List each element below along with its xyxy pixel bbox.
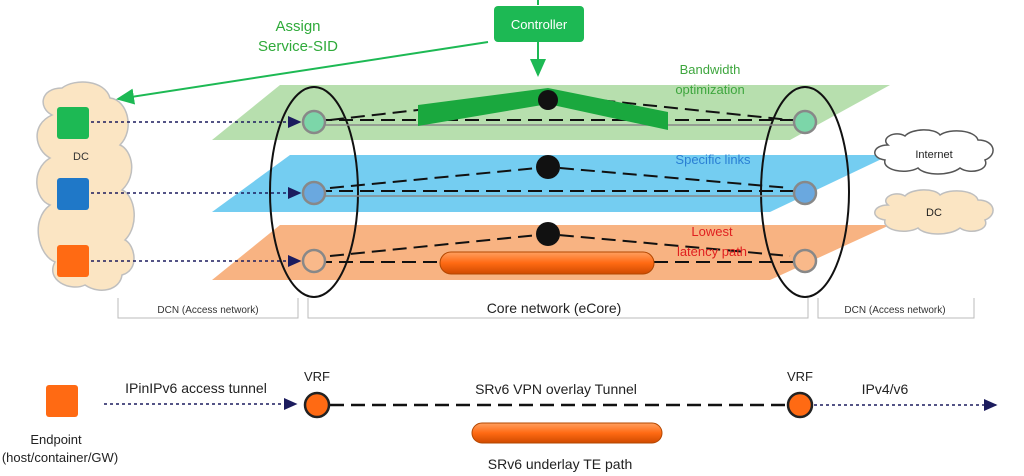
dc-right-label: DC [926,207,942,219]
assign-sid-arrow [116,41,489,105]
bracket-core [307,298,809,319]
legend-vrf-right-label: VRF [787,369,813,384]
plane-green-label-1: Bandwidth [680,62,741,77]
dc-cloud-right [874,189,994,235]
internet-label: Internet [915,149,952,161]
legend-ipv-label: IPv4/v6 [862,381,909,397]
plane-blue-label: Specific links [675,152,751,167]
legend-vrf-left-label: VRF [304,369,330,384]
plane-orange-label-2: latency path [677,244,747,259]
plane-green [212,85,890,140]
plane-blue [212,155,890,212]
blue-plane-links [318,155,800,197]
endpoint-green [57,107,89,139]
legend-access-tunnel-label: IPinIPv6 access tunnel [125,380,267,396]
legend-underlay-label: SRv6 underlay TE path [488,456,633,472]
orange-plane-links [318,222,800,275]
internet-cloud [874,129,994,175]
legend-endpoint-square [46,385,78,417]
region-core-label: Core network (eCore) [487,300,622,316]
pe-left-blue [301,180,327,206]
endpoint-orange [57,245,89,277]
pe-left-orange [301,248,327,274]
region-right-label: DCN (Access network) [844,305,945,316]
pe-right-orange [792,248,818,274]
assign-line2: Service-SID [258,38,338,55]
green-plane-links [318,88,800,130]
legend-underlay-tube [471,422,663,444]
dc-cloud-left-label: DC [73,151,89,163]
controller-label: Controller [511,17,568,32]
ellipse-left [269,86,359,298]
bracket-right [817,298,975,319]
pe-right-green [792,109,818,135]
legend-vrf-right-node [786,391,814,419]
pe-right-blue [792,180,818,206]
bracket-left [117,298,299,319]
legend-vrf-left-node [303,391,331,419]
plane-green-label-2: optimization [675,82,744,97]
region-left-label: DCN (Access network) [157,305,258,316]
endpoint-blue [57,178,89,210]
legend-endpoint-line1: Endpoint [30,432,82,447]
legend-endpoint-line2: (host/container/GW) [2,450,118,465]
legend-overlay-label: SRv6 VPN overlay Tunnel [475,381,637,397]
assign-line1: Assign [275,18,320,35]
controller-box [494,6,584,42]
plane-orange-label-1: Lowest [691,224,733,239]
pe-left-green [301,109,327,135]
